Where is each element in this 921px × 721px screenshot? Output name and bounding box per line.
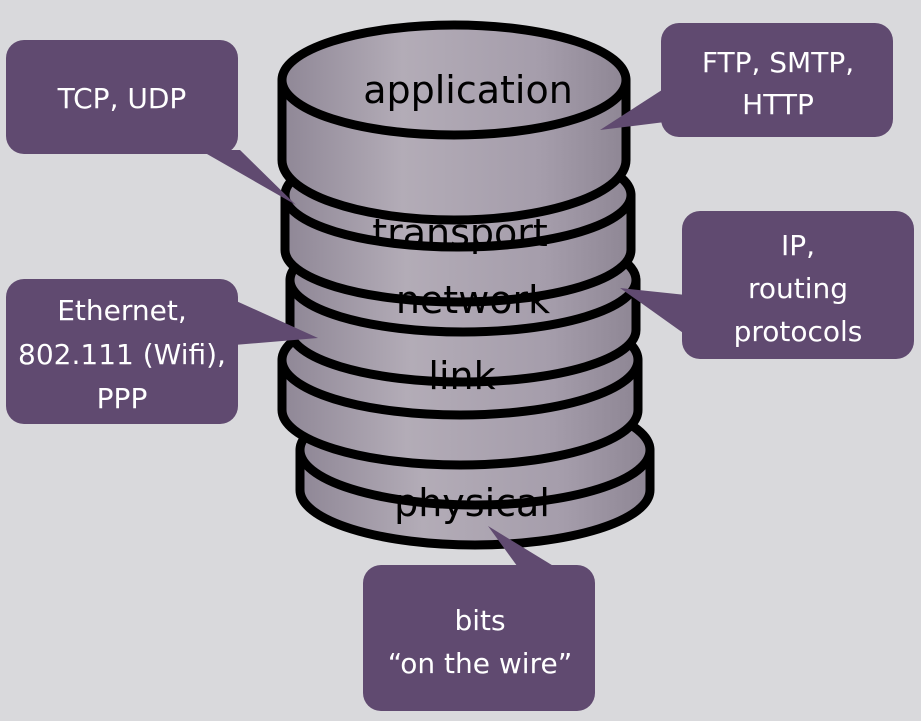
- link-callout-line-3: PPP: [97, 382, 148, 415]
- physical-layer-label: physical: [394, 481, 550, 525]
- link-layer-label: link: [428, 354, 495, 398]
- network-callout-line-1: IP,: [781, 229, 815, 262]
- application-callout-line-1: FTP, SMTP,: [702, 46, 854, 79]
- physical-callout-line-2: “on the wire”: [388, 647, 572, 680]
- link-callout: Ethernet, 802.111 (Wifi), PPP: [6, 279, 318, 424]
- link-callout-line-1: Ethernet,: [57, 294, 187, 327]
- network-callout-line-3: protocols: [734, 315, 863, 348]
- application-callout: FTP, SMTP, HTTP: [600, 23, 893, 137]
- network-layer-label: network: [396, 278, 550, 322]
- transport-layer-label: transport: [372, 211, 548, 255]
- network-callout-line-2: routing: [748, 272, 848, 305]
- application-callout-line-2: HTTP: [742, 88, 814, 121]
- physical-callout: bits “on the wire”: [363, 526, 595, 711]
- application-layer-label: application: [363, 68, 573, 112]
- network-callout: IP, routing protocols: [620, 211, 914, 359]
- link-callout-line-2: 802.111 (Wifi),: [18, 338, 226, 371]
- transport-callout-line-1: TCP, UDP: [57, 82, 187, 115]
- transport-callout: TCP, UDP: [6, 40, 296, 205]
- physical-callout-line-1: bits: [454, 604, 505, 637]
- application-layer-disk: [277, 20, 631, 225]
